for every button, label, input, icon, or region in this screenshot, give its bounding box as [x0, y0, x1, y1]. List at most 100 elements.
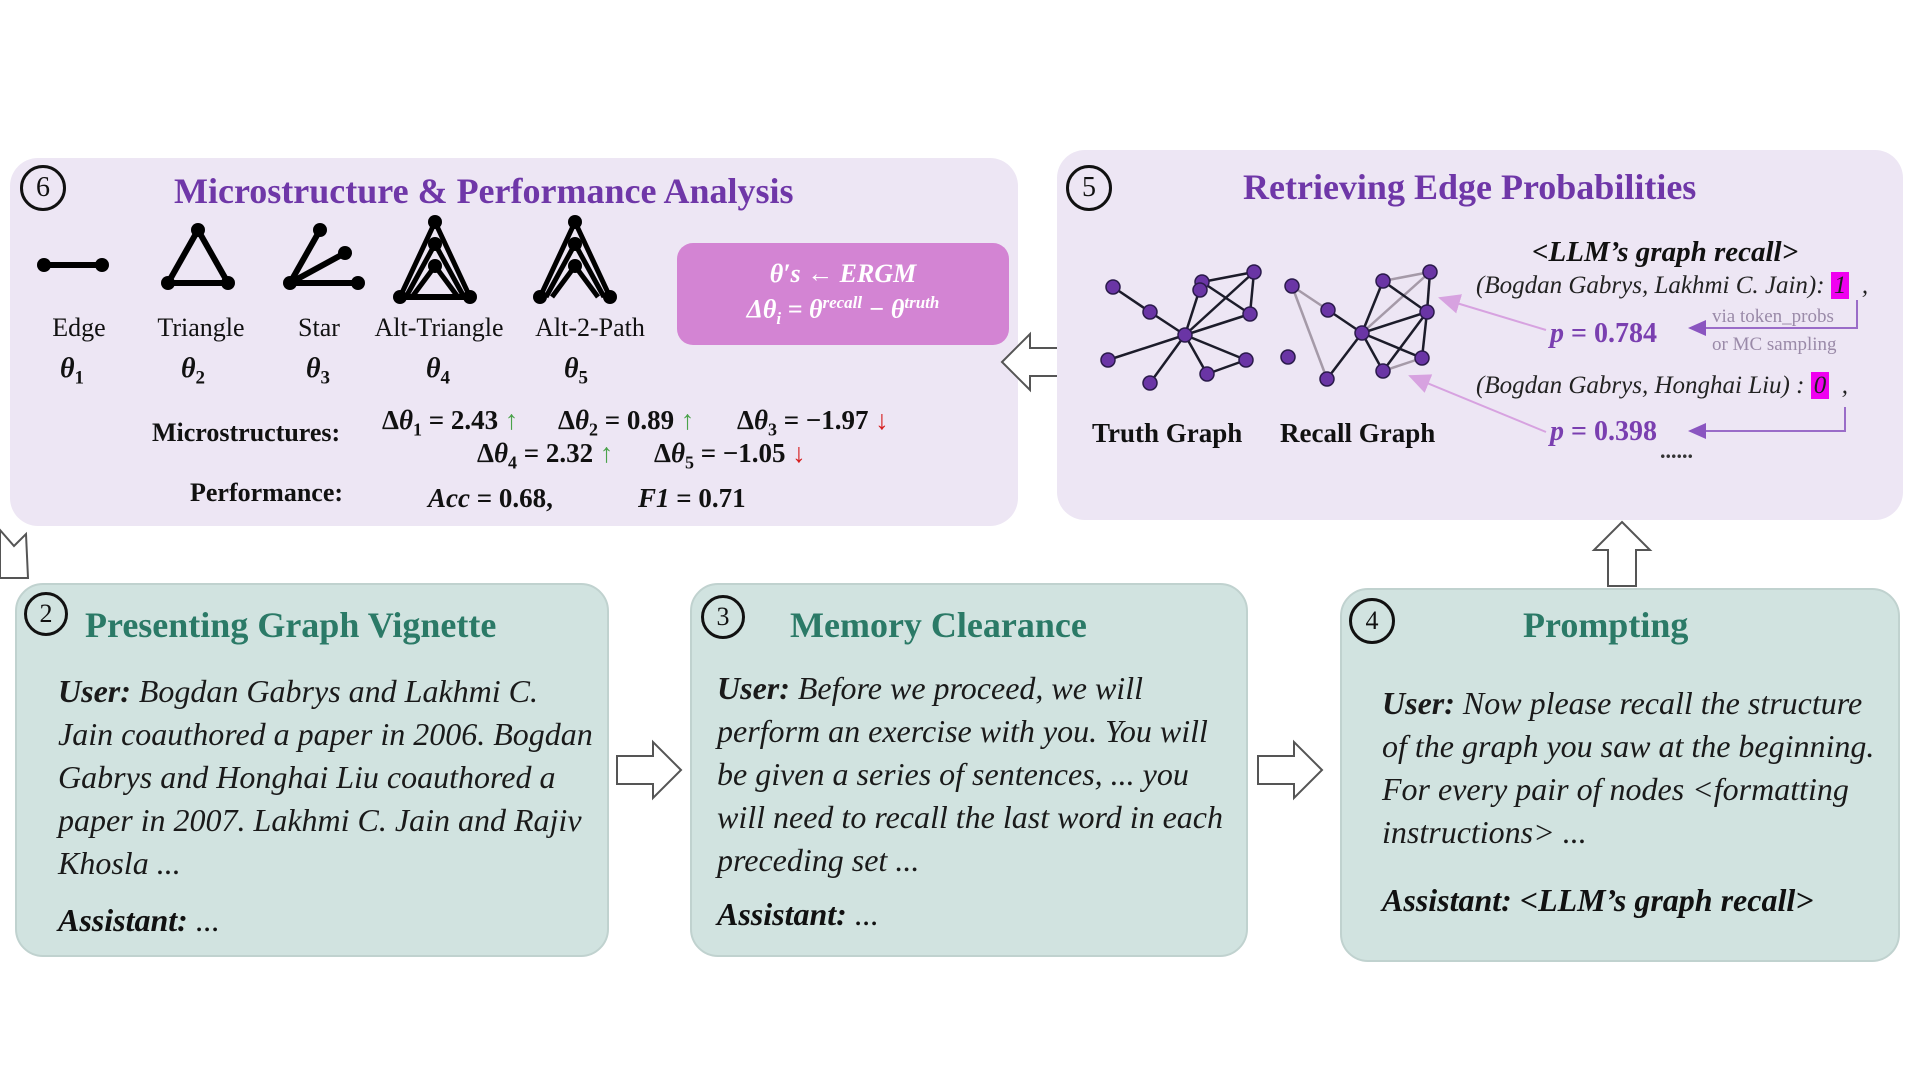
- ergm-formula-box: θ′s ← ERGM Δθi = θrecall − θtruth: [677, 243, 1009, 345]
- graph-node: [1177, 327, 1193, 343]
- graph-edge: [1326, 332, 1363, 380]
- graph-edge: [1382, 279, 1428, 314]
- token-probs-connector-1: [1688, 300, 1858, 336]
- graph-edge: [1184, 333, 1247, 362]
- recall-graph: [1280, 264, 1438, 387]
- graph-node: [1354, 325, 1370, 341]
- graph-node: [1280, 349, 1296, 365]
- star-motif-icon: [283, 223, 365, 290]
- recall-graph-label: Recall Graph: [1280, 418, 1436, 448]
- motif-label-alt-2-path: Alt-2-Path: [535, 313, 645, 342]
- up-arrow-icon: [1591, 520, 1653, 587]
- panel3-title: Memory Clearance: [790, 605, 1087, 645]
- graph-node: [1100, 352, 1116, 368]
- graph-node: [1422, 264, 1438, 280]
- edge-pair-1: (Bogdan Gabrys, Lakhmi C. Jain): 1 ,: [1476, 272, 1869, 299]
- token-probs-connector-2: [1688, 407, 1846, 439]
- graph-edge: [1360, 280, 1385, 334]
- microstructures-label: Microstructures:: [152, 418, 341, 447]
- graph-node: [1284, 278, 1300, 294]
- graph-edge: [1184, 312, 1251, 337]
- triangle-motif-icon: [161, 223, 235, 290]
- edge-probability-1: p = 0.784: [1550, 318, 1657, 349]
- graph-edge: [1361, 331, 1423, 360]
- motif-label-star: Star: [298, 313, 340, 342]
- graph-node: [1414, 350, 1430, 366]
- graph-node: [1375, 273, 1391, 289]
- edge-value-highlight: 1: [1830, 272, 1850, 299]
- llm-graph-recall-heading: <LLM’s graph recall>: [1532, 236, 1799, 268]
- right-arrow-icon: [1257, 739, 1324, 801]
- edge-motif-icon: [37, 258, 109, 272]
- graph-node: [1319, 371, 1335, 387]
- graph-node: [1246, 264, 1262, 280]
- right-arrow-icon: [616, 739, 683, 801]
- edge-probability-2: p = 0.398: [1550, 416, 1657, 447]
- motif-label-edge: Edge: [52, 313, 106, 342]
- graph-node: [1199, 366, 1215, 382]
- recall-edge-pointer-2: [1408, 374, 1547, 433]
- performance-label: Performance:: [190, 478, 344, 507]
- delta-theta-1: Δθ1 = 2.43 ↑: [382, 405, 519, 440]
- motif-theta-4: θ4: [425, 353, 451, 389]
- panel3-user-message: User: Before we proceed, we will perform…: [717, 670, 1223, 878]
- panel-presenting-graph-vignette: [15, 583, 609, 957]
- graph-node: [1242, 306, 1258, 322]
- more-pairs-ellipsis: ......: [1660, 438, 1693, 463]
- step-number-6: 6: [20, 165, 66, 211]
- graph-edge: [1381, 311, 1429, 372]
- alt-triangle-motif-icon: [393, 215, 477, 304]
- graph-edge: [1361, 310, 1428, 335]
- panel-prompting: [1340, 588, 1900, 962]
- step-number-2: 2: [24, 592, 68, 636]
- edge-value-highlight: 0: [1810, 372, 1830, 399]
- down-right-arrow-icon: [0, 528, 30, 579]
- via-token-probs-note: via token_probs: [1712, 306, 1834, 327]
- panel2-user-message: User: Bogdan Gabrys and Lakhmi C. Jain c…: [58, 673, 593, 881]
- graph-edge: [1201, 280, 1251, 316]
- panel2-assistant-message: Assistant: ...: [58, 902, 220, 938]
- ergm-line: θ′s ← ERGM: [769, 259, 917, 288]
- panel4-title: Prompting: [1523, 605, 1689, 645]
- up-arrow-icon: ↑: [680, 405, 695, 435]
- motif-theta-5: θ5: [563, 353, 589, 389]
- mc-sampling-note: or MC sampling: [1712, 334, 1837, 355]
- truth-graph: [1100, 264, 1262, 391]
- delta-theta-4: Δθ4 = 2.32 ↑: [477, 438, 614, 473]
- alt-2-path-motif-icon: [533, 215, 617, 304]
- panel4-user-message: User: Now please recall the structure of…: [1382, 685, 1875, 850]
- panel3-assistant-message: Assistant: ...: [717, 896, 879, 932]
- panel5-title: Retrieving Edge Probabilities: [1243, 167, 1697, 207]
- delta-theta-3: Δθ3 = −1.97 ↓: [737, 405, 889, 440]
- graph-edge: [1361, 271, 1431, 334]
- graph-edge: [1148, 334, 1187, 384]
- graph-node: [1375, 363, 1391, 379]
- step-number-4: 4: [1349, 598, 1395, 644]
- graph-edge: [1290, 285, 1329, 380]
- panel-memory-clearance: [690, 583, 1248, 957]
- graph-node: [1320, 302, 1336, 318]
- graph-edge: [1107, 333, 1186, 362]
- panel2-title: Presenting Graph Vignette: [85, 605, 497, 645]
- graph-node: [1419, 304, 1435, 320]
- recall-edge-pointer-1: [1438, 294, 1547, 331]
- panel4-assistant-message: Assistant: <LLM’s graph recall>: [1382, 882, 1814, 918]
- accuracy-value: Acc = 0.68,: [428, 483, 553, 513]
- step-number-3: 3: [701, 595, 745, 639]
- graph-node: [1142, 375, 1158, 391]
- motif-theta-1: θ1: [59, 353, 85, 389]
- graph-node: [1238, 352, 1254, 368]
- f1-value: F1 = 0.71: [638, 483, 746, 513]
- graph-edge: [1184, 271, 1255, 336]
- graph-node: [1105, 279, 1121, 295]
- panel6-title: Microstructure & Performance Analysis: [174, 171, 794, 211]
- motif-label-triangle: Triangle: [157, 313, 245, 342]
- graph-edge: [1201, 270, 1255, 284]
- delta-theta-5: Δθ5 = −1.05 ↓: [654, 438, 806, 473]
- truth-graph-label: Truth Graph: [1092, 418, 1243, 448]
- delta-theta-2: Δθ2 = 0.89 ↑: [558, 405, 695, 440]
- up-arrow-icon: ↑: [599, 438, 614, 468]
- step-number-5: 5: [1066, 165, 1112, 211]
- edge-pair-2: (Bogdan Gabrys, Honghai Liu) : 0 ,: [1476, 372, 1848, 399]
- down-arrow-icon: ↓: [875, 405, 889, 435]
